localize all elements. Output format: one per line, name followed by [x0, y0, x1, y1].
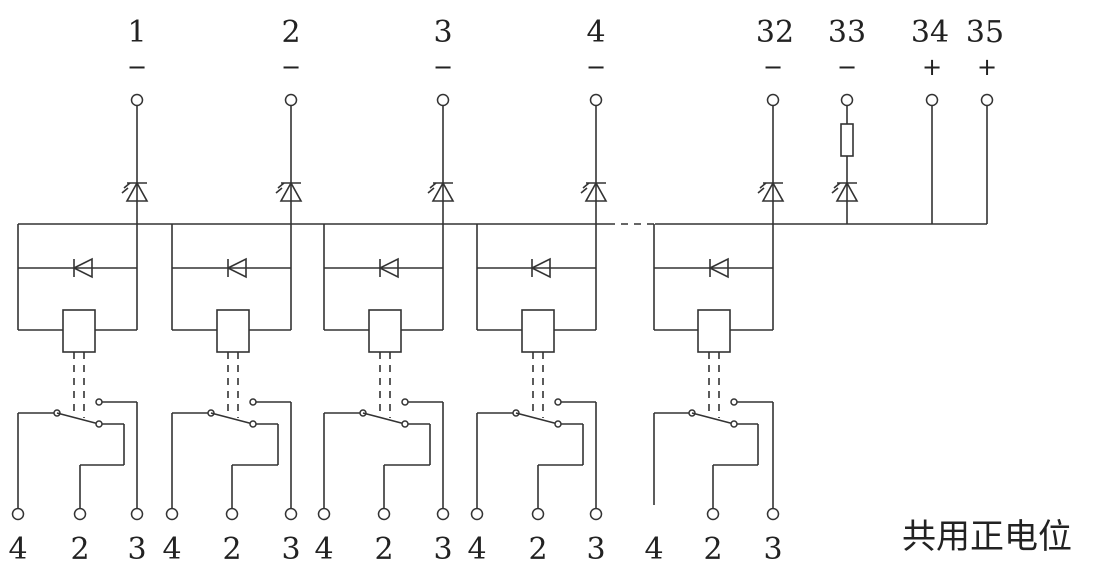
top-terminal-labels: 1 2 3 4 32 33 34 35 — [127, 15, 1004, 50]
diode-icon — [378, 257, 399, 279]
contact-label: 2 — [374, 532, 393, 567]
terminal-circle — [317, 507, 331, 521]
terminal-label-34: 34 — [911, 15, 949, 50]
contact-label: 2 — [70, 532, 89, 567]
resistor-icon — [840, 123, 854, 157]
led-icon — [427, 181, 455, 202]
contact-label: 4 — [8, 532, 27, 567]
polarity-sign: − — [837, 53, 857, 81]
relay-unit-3: 4 2 3 — [314, 224, 453, 567]
led-icon — [275, 181, 303, 202]
contact-point — [554, 420, 562, 428]
contact-label: 2 — [703, 532, 722, 567]
diode-icon — [708, 257, 729, 279]
led-column-1 — [121, 93, 149, 330]
contact-label: 3 — [127, 532, 146, 567]
terminal-label-32: 32 — [756, 15, 794, 50]
terminal-circle — [225, 507, 239, 521]
led-column-2 — [275, 93, 303, 330]
terminal-label-4: 4 — [586, 15, 605, 50]
contact-point — [249, 398, 257, 406]
terminal-circle — [284, 507, 298, 521]
contact-point — [730, 420, 738, 428]
polarity-sign: − — [763, 53, 783, 81]
contact-label: 3 — [281, 532, 300, 567]
diagram-caption: 共用正电位 — [902, 517, 1072, 557]
led-icon — [580, 181, 608, 202]
terminal-circle — [73, 507, 87, 521]
polarity-sign: − — [433, 53, 453, 81]
contact-point — [401, 398, 409, 406]
polarity-sign: − — [127, 53, 147, 81]
terminal-circle — [766, 93, 780, 107]
relay-unit-4: 4 2 3 — [467, 224, 606, 567]
contact-point — [730, 398, 738, 406]
led-column-33 — [831, 93, 859, 224]
terminal-circle — [165, 507, 179, 521]
terminal-circle — [284, 93, 298, 107]
terminal-circle — [436, 507, 450, 521]
relay-coil-icon — [62, 309, 96, 353]
relay-unit-2: 4 2 3 — [162, 224, 301, 567]
terminal-circle — [377, 507, 391, 521]
positive-terminal-35 — [980, 93, 994, 224]
relay-coil-icon — [697, 309, 731, 353]
contact-label: 2 — [528, 532, 547, 567]
terminal-circle — [766, 507, 780, 521]
led-icon — [757, 181, 785, 202]
terminal-circle — [925, 93, 939, 107]
terminal-label-1: 1 — [127, 15, 146, 50]
terminal-label-3: 3 — [433, 15, 452, 50]
contact-point — [554, 398, 562, 406]
contact-label: 4 — [467, 532, 486, 567]
diode-icon — [530, 257, 551, 279]
led-icon — [121, 181, 149, 202]
relay-coil-icon — [216, 309, 250, 353]
contact-point — [95, 398, 103, 406]
diode-icon — [72, 257, 93, 279]
terminal-circle — [589, 507, 603, 521]
relay-unit-1: 4 2 3 — [8, 224, 147, 567]
led-column-4 — [580, 93, 608, 330]
polarity-sign: + — [922, 53, 942, 81]
contact-point — [249, 420, 257, 428]
led-icon — [831, 181, 859, 202]
relay-unit-5: 4 2 3 — [644, 224, 783, 567]
terminal-circle — [840, 93, 854, 107]
contact-label: 3 — [763, 532, 782, 567]
polarity-sign: − — [281, 53, 301, 81]
contact-label: 3 — [586, 532, 605, 567]
terminal-circle — [470, 507, 484, 521]
contact-label: 4 — [314, 532, 333, 567]
terminal-circle — [980, 93, 994, 107]
terminal-circle — [589, 93, 603, 107]
terminal-circle — [130, 507, 144, 521]
terminal-label-2: 2 — [281, 15, 300, 50]
polarity-sign: − — [586, 53, 606, 81]
relay-coil-icon — [521, 309, 555, 353]
led-column-32 — [757, 93, 785, 330]
contact-label: 4 — [644, 532, 663, 567]
polarity-sign: + — [977, 53, 997, 81]
diode-icon — [226, 257, 247, 279]
relay-coil-icon — [368, 309, 402, 353]
terminal-circle — [436, 93, 450, 107]
contact-label: 2 — [222, 532, 241, 567]
terminal-circle — [130, 93, 144, 107]
led-column-3 — [427, 93, 455, 330]
terminal-circle — [11, 507, 25, 521]
contact-label: 3 — [433, 532, 452, 567]
polarity-signs: − − − − − − + + — [127, 53, 997, 81]
contact-label: 4 — [162, 532, 181, 567]
contact-point — [401, 420, 409, 428]
contact-point — [95, 420, 103, 428]
terminal-circle — [531, 507, 545, 521]
terminal-label-33: 33 — [828, 15, 866, 50]
positive-terminal-34 — [925, 93, 939, 224]
terminal-circle — [706, 507, 720, 521]
terminal-label-35: 35 — [966, 15, 1004, 50]
